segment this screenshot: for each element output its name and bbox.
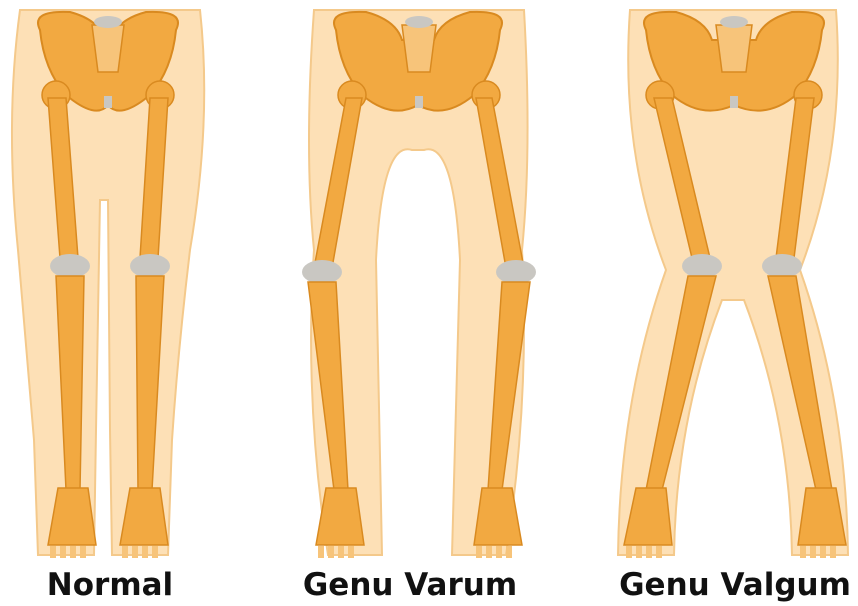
panel-genu-varum xyxy=(284,0,554,570)
knee-joints xyxy=(682,254,802,278)
feet xyxy=(315,487,523,546)
caption-genu-valgum: Genu Valgum xyxy=(619,567,851,603)
pubic-symphysis xyxy=(104,96,112,108)
pubic-symphysis xyxy=(415,96,423,108)
sacrum xyxy=(401,24,437,73)
panel-genu-valgum xyxy=(610,0,858,570)
panel-normal xyxy=(0,0,260,570)
normal-legs-illustration xyxy=(10,9,206,558)
caption-genu-varum: Genu Varum xyxy=(302,567,518,603)
knee-joints xyxy=(302,260,536,284)
femurs xyxy=(313,80,525,269)
tibias xyxy=(645,275,833,491)
toes xyxy=(50,546,158,558)
knee-joints xyxy=(50,254,170,278)
genu-varum-legs-illustration xyxy=(302,9,536,558)
feet xyxy=(623,487,847,546)
toes xyxy=(626,546,836,558)
genu-valgum-legs-illustration xyxy=(616,9,850,558)
pelvic-cartilage xyxy=(94,16,122,28)
sacrum xyxy=(715,24,753,73)
sacrum xyxy=(91,24,125,73)
pelvic-cartilage xyxy=(405,16,433,28)
caption-normal: Normal xyxy=(46,567,174,603)
feet xyxy=(47,487,169,546)
femurs xyxy=(645,80,823,259)
skin-silhouette xyxy=(308,9,529,556)
pubic-symphysis xyxy=(730,96,738,108)
toes xyxy=(318,546,512,558)
pelvic-cartilage xyxy=(720,16,748,28)
